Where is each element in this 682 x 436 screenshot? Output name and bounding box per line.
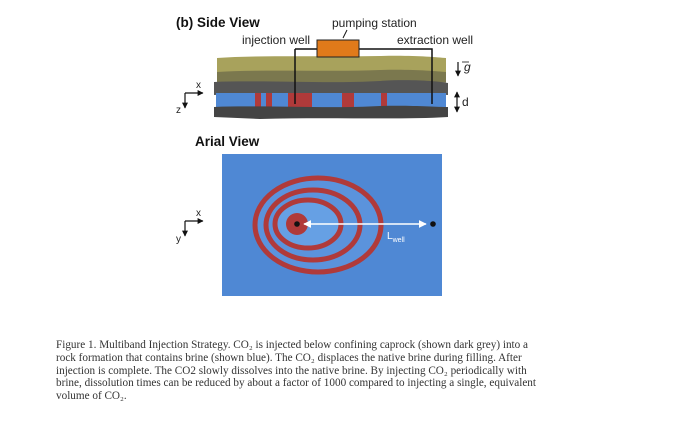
aerial-view-panel: Arial View Lwell x y	[176, 134, 442, 296]
caption-line: brine, dissolution times can be reduced …	[56, 377, 536, 390]
well-distance-label: Lwell	[387, 231, 405, 244]
extraction-well-pipe	[359, 48, 433, 104]
gravity-label: g	[464, 60, 471, 74]
aerial-view-title: Arial View	[195, 134, 260, 149]
extraction-well-marker	[430, 221, 436, 227]
caprock-lower	[214, 105, 448, 119]
pumping-station-box	[316, 39, 360, 58]
caption-line: Figure 1. Multiband Injection Strategy. …	[56, 339, 529, 351]
caprock-upper	[214, 80, 448, 95]
brine-formation	[216, 93, 446, 109]
side-z-axis-label: z	[176, 105, 181, 116]
co2-band	[288, 93, 312, 109]
co2-band	[266, 93, 272, 109]
caption-line: rock formation that contains brine (show…	[56, 351, 522, 364]
injection-well-label: injection well	[242, 33, 310, 47]
injection-well-marker	[294, 221, 300, 227]
aerial-y-axis-label: y	[176, 234, 181, 245]
co2-band	[255, 93, 261, 109]
surface-sediment	[217, 69, 446, 84]
pumping-station-leader	[342, 29, 348, 39]
depth-label: d	[462, 95, 469, 109]
side-view-title: (b) Side View	[176, 15, 260, 30]
caption-line: volume of CO₂.	[56, 390, 127, 403]
side-x-axis-label: x	[196, 80, 201, 91]
side-view-panel: (b) Side View pumping station injection …	[176, 15, 473, 119]
co2-band	[381, 93, 387, 109]
aerial-x-axis-label: x	[196, 208, 201, 219]
extraction-well-label: extraction well	[397, 33, 473, 47]
figure-caption: Figure 1. Multiband Injection Strategy. …	[56, 339, 636, 403]
co2-band	[342, 93, 354, 109]
pumping-station-label: pumping station	[332, 16, 417, 30]
caption-line: injection is complete. The CO2 slowly di…	[56, 364, 527, 377]
